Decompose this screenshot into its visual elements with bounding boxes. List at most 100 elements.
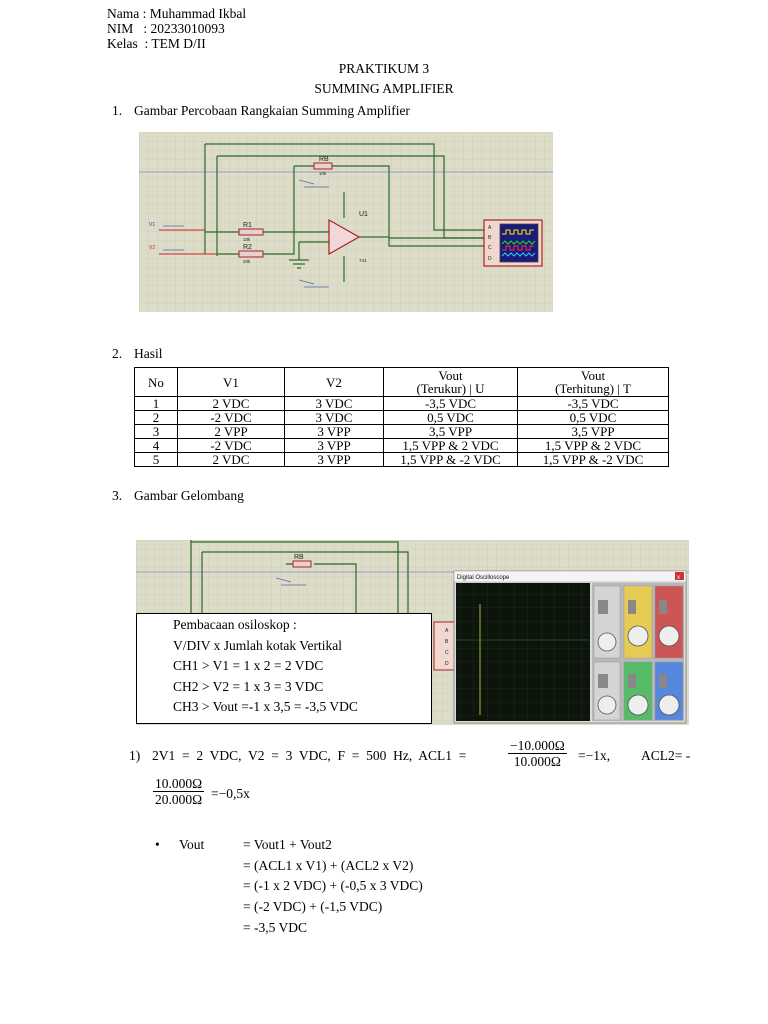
reading-line-1: Pembacaan osiloskop : <box>173 617 297 632</box>
cell-v2: 3 VPP <box>284 452 384 467</box>
vout-step-2: = (ACL1 x V1) + (ACL2 x V2) <box>243 858 414 873</box>
fraction-acl1-numerator: −10.000Ω <box>508 738 567 754</box>
header-vout-measured-1: Vout <box>438 368 463 383</box>
header-vout-calculated-2: (Terhitung) | T <box>555 381 631 396</box>
cell-v2: 3 VPP <box>284 424 384 439</box>
r2-value: 20k <box>243 259 251 264</box>
cell-vout-calculated: -3,5 VDC <box>517 396 669 411</box>
opamp-ref-label: U1 <box>359 211 368 218</box>
cell-vout-measured: 0,5 VDC <box>383 410 518 425</box>
reading-line-2: V/DIV x Jumlah kotak Vertikal <box>173 638 342 653</box>
table-row: 3 2 VPP 3 VPP 3,5 VPP 3,5 VPP <box>134 424 669 439</box>
cell-v1: -2 VDC <box>177 410 285 425</box>
scope-pin-a: A <box>488 225 492 231</box>
section-3-number: 3. <box>112 488 123 503</box>
header-vout-measured: Vout (Terukur) | U <box>383 367 518 397</box>
scope2-pin-b: B <box>445 639 449 645</box>
fraction-acl1-denominator: 10.000Ω <box>513 754 561 769</box>
header-vout-calculated: Vout (Terhitung) | T <box>517 367 669 397</box>
student-name: Nama : Muhammad Ikbal <box>107 6 247 21</box>
cell-v2: 3 VDC <box>284 396 384 411</box>
table-row: 2 -2 VDC 3 VDC 0,5 VDC 0,5 VDC <box>134 410 669 425</box>
r1-value: 10k <box>243 237 251 242</box>
cell-vout-measured: 1,5 VPP & -2 VDC <box>383 452 518 467</box>
cell-vout-measured: 3,5 VPP <box>383 424 518 439</box>
cell-no: 1 <box>134 396 178 411</box>
fraction-acl2: 10.000Ω 20.000Ω <box>153 776 205 807</box>
acl1-result: =−1x, <box>578 748 611 763</box>
scope2-pin-c: C <box>445 650 449 656</box>
circuit-schematic: RB 10k R1 10k R2 20k U1 741 V1 V2 A B C … <box>139 132 553 312</box>
student-nim: NIM : 20233010093 <box>107 21 225 36</box>
cell-v1: 2 VDC <box>177 452 285 467</box>
table-row: 5 2 VDC 3 VPP 1,5 VPP & -2 VDC 1,5 VPP &… <box>134 452 669 467</box>
results-table: No V1 V2 Vout (Terukur) | U Vout (Terhit… <box>134 367 669 467</box>
cell-no: 5 <box>134 452 178 467</box>
acl2-label: ACL2= - <box>641 748 691 763</box>
oscilloscope-reading-box: Pembacaan osiloskop : V/DIV x Jumlah kot… <box>136 613 432 724</box>
cell-v1: 2 VDC <box>177 396 285 411</box>
cell-no: 3 <box>134 424 178 439</box>
r1-label: R1 <box>243 222 252 229</box>
scope2-pin-d: D <box>445 661 449 667</box>
vout-step-4: = (-2 VDC) + (-1,5 VDC) <box>243 899 383 914</box>
header-v2: V2 <box>284 367 384 397</box>
section-3-label: Gambar Gelombang <box>134 488 244 503</box>
fraction-acl2-numerator: 10.000Ω <box>153 776 205 792</box>
cell-no: 2 <box>134 410 178 425</box>
section-1-number: 1. <box>112 103 123 118</box>
header-vout-calculated-1: Vout <box>580 368 606 383</box>
header-v1: V1 <box>177 367 285 397</box>
rb-value: 10k <box>319 171 327 176</box>
cell-vout-calculated: 1,5 VPP & -2 VDC <box>517 452 669 467</box>
cell-v2: 3 VPP <box>284 438 384 453</box>
scope-pin-b: B <box>488 235 492 241</box>
scope2-pin-a: A <box>445 628 449 634</box>
cell-vout-calculated: 1,5 VPP & 2 VDC <box>517 438 669 453</box>
section-2-number: 2. <box>112 346 123 361</box>
cell-vout-calculated: 0,5 VDC <box>517 410 669 425</box>
cell-v1: 2 VPP <box>177 424 285 439</box>
fraction-acl1: −10.000Ω 10.000Ω <box>508 738 567 769</box>
table-row: 1 2 VDC 3 VDC -3,5 VDC -3,5 VDC <box>134 396 669 411</box>
reading-line-3: CH1 > V1 = 1 x 2 = 2 VDC <box>173 658 324 673</box>
vout-label: Vout <box>179 837 205 852</box>
reading-line-5: CH3 > Vout =-1 x 3,5 = -3,5 VDC <box>173 699 358 714</box>
student-class: Kelas : TEM D/II <box>107 36 206 51</box>
vout-step-5: = -3,5 VDC <box>243 920 307 935</box>
bullet-icon: • <box>155 837 160 852</box>
page-title: PRAKTIKUM 3 <box>338 61 430 76</box>
section-1-label: Gambar Percobaan Rangkaian Summing Ampli… <box>134 103 410 118</box>
cell-no: 4 <box>134 438 178 453</box>
scope-pin-c: C <box>488 245 492 251</box>
v1-label: V1 <box>149 222 155 228</box>
rb-label: RB <box>319 156 329 163</box>
scope-window-title: Digital Oscilloscope <box>457 575 510 581</box>
opamp-part-label: 741 <box>359 258 367 263</box>
header-vout-measured-2: (Terukur) | U <box>416 381 485 396</box>
r2-label: R2 <box>243 244 252 251</box>
rb-label-2: RB <box>294 554 304 561</box>
scope-pin-d: D <box>488 256 492 262</box>
table-row: 4 -2 VDC 3 VPP 1,5 VPP & 2 VDC 1,5 VPP &… <box>134 438 669 453</box>
section-2-label: Hasil <box>134 346 163 361</box>
header-no: No <box>134 367 178 397</box>
cell-vout-calculated: 3,5 VPP <box>517 424 669 439</box>
cell-v2: 3 VDC <box>284 410 384 425</box>
scope-close-button[interactable] <box>675 572 684 580</box>
calc-givens: 2V1 = 2 VDC, V2 = 3 VDC, F = 500 Hz, ACL… <box>152 748 467 763</box>
scope-control-panel <box>592 583 684 721</box>
v2-label: V2 <box>149 245 155 251</box>
page-subtitle: SUMMING AMPLIFIER <box>314 81 454 96</box>
table-header-row: No V1 V2 Vout (Terukur) | U Vout (Terhit… <box>134 367 669 397</box>
cell-vout-measured: -3,5 VDC <box>383 396 518 411</box>
acl2-result: =−0,5x <box>211 786 250 801</box>
calc-item-number: 1) <box>129 748 141 763</box>
close-icon: x <box>677 575 680 581</box>
reading-line-4: CH2 > V2 = 1 x 3 = 3 VDC <box>173 679 324 694</box>
cell-v1: -2 VDC <box>177 438 285 453</box>
cell-vout-measured: 1,5 VPP & 2 VDC <box>383 438 518 453</box>
fraction-acl2-denominator: 20.000Ω <box>155 792 203 807</box>
vout-step-1: = Vout1 + Vout2 <box>243 837 332 852</box>
vout-step-3: = (-1 x 2 VDC) + (-0,5 x 3 VDC) <box>243 878 423 893</box>
